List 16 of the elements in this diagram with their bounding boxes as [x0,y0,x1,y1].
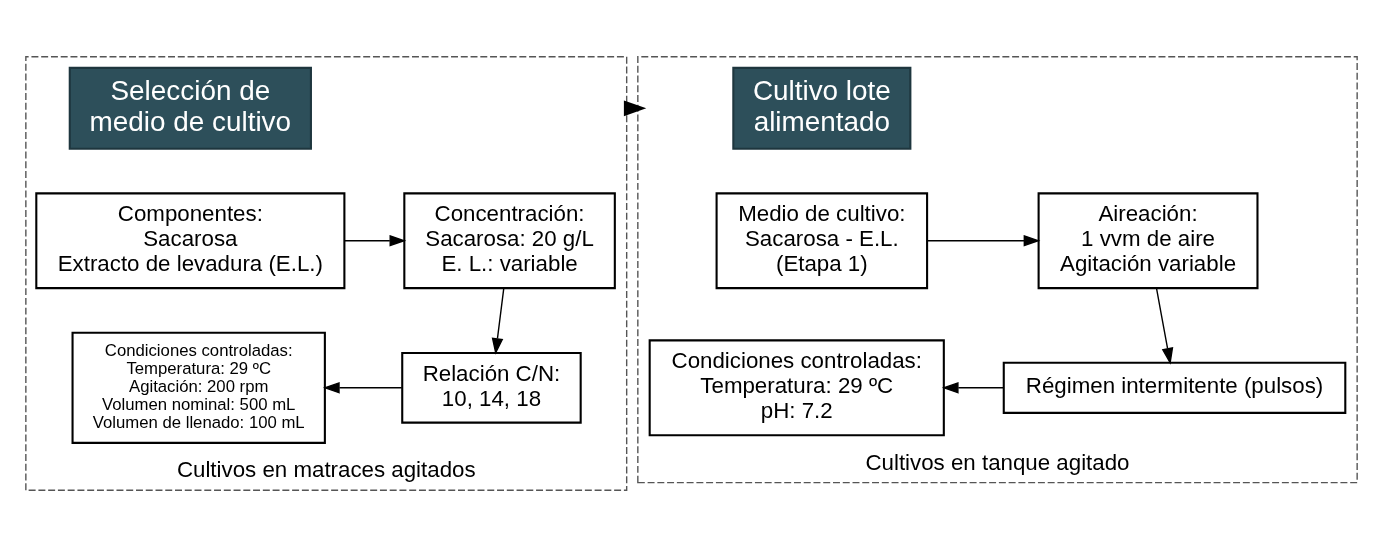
node-box: Componentes: Sacarosa Extracto de levadura (E.L.) [35,191,346,289]
arrow [926,234,1041,247]
node-box: Condiciones controladas: Temperatura: 29 ºC pH: 7.2 [648,338,945,436]
node-box: Régimen intermitente (pulsos) [1002,361,1347,414]
arrow [344,234,407,247]
arrow [1155,287,1174,365]
node-box: Cultivo lote alimentado [732,66,912,150]
arrow [322,381,403,394]
node-box: Aireación: 1 vvm de aire Agitación variable [1037,191,1259,289]
node-box: Condiciones controladas: Temperatura: 29 ºC Agitación: 200 rpm Volumen nominal: 500 mL Volumen de llenado: 100 mL [71,331,326,444]
node-box: Selección de medio de cultivo [68,66,312,150]
arrow [491,287,505,355]
node-box: Relación C/N: 10, 14, 18 [401,351,582,424]
arrow [941,381,1005,394]
node-box: Concentración: Sacarosa: 20 g/L E. L.: variable [403,191,616,289]
node-box: Medio de cultivo: Sacarosa - E.L. (Etapa 1) [715,191,929,289]
